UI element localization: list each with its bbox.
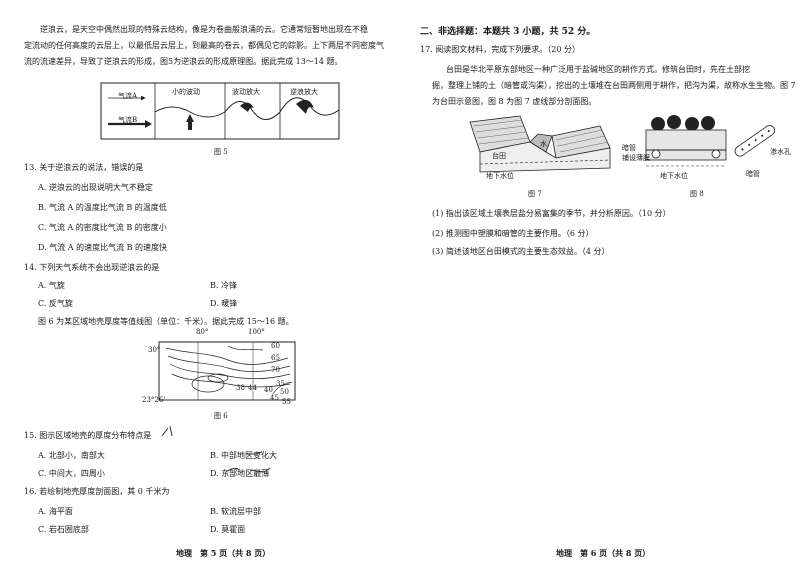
q17-stem: 17. 阅读图文材料，完成下列要求。（20 分） (420, 45, 580, 54)
q13-option-c: C. 气流 A 的密度比气流 B 的密度小 (38, 223, 167, 232)
fig7-water: 水 (540, 140, 547, 148)
contour-40: 40 (264, 386, 273, 394)
q13-stem: 13. 关于逆浪云的说法，错误的是 (24, 163, 144, 172)
q15-option-d: D. 东部地区最薄 (210, 469, 270, 478)
fig7-groundwater: 地下水位 (486, 172, 514, 180)
fig8-groundwater: 地下水位 (660, 172, 688, 180)
figure-8-diagram (645, 115, 775, 167)
left-page: 逆浪云，是天空中偶然出现的特殊云结构，像是为卷曲般浪涌的云。它通常短暂地出现在不… (24, 25, 384, 558)
lat-23: 23°26' (142, 396, 166, 404)
figure-6-caption: 图 6 (214, 412, 228, 420)
figure-5-diagram (100, 82, 340, 140)
material-line-2: 掘，整理上铺的土（暗管或沟渠），挖出的土壤堆在台田两侧用于耕作，把沟为渠，故称水… (432, 81, 796, 90)
contour-35: 35 (276, 380, 285, 388)
figure-5-caption: 图 5 (214, 148, 228, 156)
section-heading: 二、非选择题：本题共 3 小题，共 52 分。 (420, 27, 596, 37)
q13-option-a: A. 逆浪云的出现说明大气不稳定 (38, 183, 153, 192)
q15-stem: 15. 图示区域地壳的厚度分布特点是 (24, 431, 152, 440)
figure-7-diagram (469, 115, 611, 173)
q16-stem: 16. 若绘制地壳厚度剖面图，其 0 千米为 (24, 487, 170, 496)
contour-65: 65 (271, 354, 280, 362)
right-page-footer: 地理 第 6 页（共 8 页） (556, 548, 651, 558)
q16-option-b: B. 软流层中部 (210, 507, 261, 516)
q15-option-a: A. 北部小，南部大 (38, 451, 105, 460)
contour-44: 44 (248, 384, 257, 392)
contour-38: 38 (236, 384, 245, 392)
q16-option-d: D. 莫霍面 (210, 525, 246, 534)
q15-option-b: B. 中部地区变化大 (210, 451, 277, 460)
lat-30: 30° (148, 346, 161, 354)
fig7-pond: 台田 (492, 152, 506, 160)
q17-sub-1: (1) 指出该区域土壤表层盐分易富集的季节，并分析原因。（10 分） (432, 209, 671, 218)
intro-line-2: 定流动的任何高度的云层上，以最低层云层上，到最高的卷云，都偶见它的踪影。上下两层… (24, 41, 384, 50)
fig8-pipe: 暗管 (746, 170, 760, 178)
intro-line-1: 逆浪云，是天空中偶然出现的特殊云结构，像是为卷曲般浪涌的云。它通常短暂地出现在不… (40, 25, 368, 34)
right-page: 二、非选择题：本题共 3 小题，共 52 分。 17. 阅读图文材料，完成下列要… (410, 0, 800, 566)
q16-option-c: C. 岩石圈底部 (38, 525, 89, 534)
fig8-drain: 铺设薄膜 (622, 154, 650, 162)
contour-60: 60 (271, 342, 280, 350)
q14-option-b: B. 冷锋 (210, 281, 237, 290)
air-b-label: 气流B (118, 116, 138, 124)
q17-sub-3: (3) 简述该地区台田模式的主要生态效益。（4 分） (432, 247, 610, 256)
left-page-footer: 地理 第 5 页（共 8 页） (176, 548, 271, 558)
fig8-film: 暗管 (622, 144, 636, 152)
q16-option-a: A. 海平面 (38, 507, 73, 516)
contour-70: 70 (271, 366, 280, 374)
intro-2: 图 6 为某区域地壳厚度等值线图（单位：千米）。据此完成 15～16 题。 (38, 317, 294, 326)
contour-50: 50 (280, 388, 289, 396)
stage-wave-grow: 波动放大 (232, 88, 260, 96)
stage-curl-grow: 逆浪放大 (290, 88, 318, 96)
contour-45: 45 (270, 394, 279, 402)
contour-55: 55 (282, 398, 291, 406)
material-line-3: 为台田示意图，图 8 为图 7 虚线部分剖面图。 (432, 97, 597, 106)
q14-option-c: C. 反气旋 (38, 299, 73, 308)
q13-option-d: D. 气流 A 的速度比气流 B 的速度快 (38, 243, 168, 252)
q15-option-c: C. 中间大，四周小 (38, 469, 105, 478)
q13-option-b: B. 气流 A 的温度比气流 B 的温度低 (38, 203, 167, 212)
material-line-1: 台田是华北平原东部地区一种广泛用于盐碱地区的耕作方式。修筑台田时，先在土部挖 (446, 65, 750, 74)
q14-stem: 14. 下列天气系统不会出现逆浪云的是 (24, 263, 160, 272)
lon-80: 80° (196, 328, 209, 336)
figure-8-caption: 图 8 (690, 190, 704, 198)
intro-line-3: 流的流速差异，导致了逆浪云的形成，图5为逆浪云的形成原理图。据此完成 13～14… (24, 57, 343, 66)
figure-7-caption: 图 7 (528, 190, 542, 198)
q14-option-d: D. 暖锋 (210, 299, 238, 308)
air-a-label: 气流A (118, 92, 138, 100)
fig8-hole: 渗水孔 (770, 148, 791, 156)
q17-sub-2: (2) 推测图中塑膜和暗管的主要作用。（6 分） (432, 229, 594, 238)
figure-6-contour-map (158, 341, 296, 401)
lon-100: 100° (248, 328, 265, 336)
handwritten-marks (161, 425, 271, 473)
stage-small-wave: 小的波动 (172, 88, 200, 96)
q14-option-a: A. 气旋 (38, 281, 65, 290)
